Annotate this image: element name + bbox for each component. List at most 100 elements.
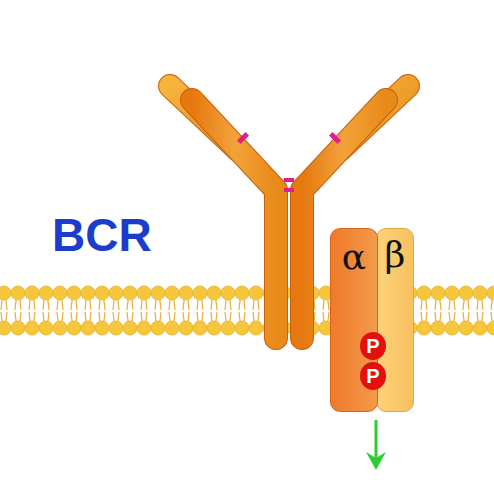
lipid-tail [477, 300, 478, 310]
lipid-tail [76, 312, 77, 321]
lipid-tail [454, 300, 455, 310]
chain-letter: β [385, 237, 406, 273]
lipid-tail [169, 300, 170, 310]
lipid-head [207, 321, 221, 335]
lipid-tail [435, 300, 436, 310]
structure-label: BCR [52, 208, 152, 262]
lipid-tail [225, 312, 226, 321]
lipid-tail [435, 312, 436, 321]
lipid-head [235, 286, 249, 300]
lipid-tail [155, 312, 156, 321]
lipid-tail [43, 312, 44, 321]
lipid-tail [6, 312, 7, 321]
lipid-tail [421, 300, 422, 310]
lipid-head [151, 286, 165, 300]
lipid-tail [188, 312, 189, 321]
lipid-head [123, 321, 137, 335]
phospho-site: P [360, 362, 386, 390]
disulfide-bond [284, 188, 294, 192]
lipid-tail [449, 300, 450, 310]
lipid-tail [90, 300, 91, 310]
lipid-head [39, 321, 53, 335]
lipid-head [137, 286, 151, 300]
lipid-head [179, 286, 193, 300]
lipid-head [11, 286, 25, 300]
lipid-tail [48, 300, 49, 310]
lipid-head [417, 321, 431, 335]
lipid-tail [244, 312, 245, 321]
lipid-tail [449, 312, 450, 321]
lipid-tail [127, 300, 128, 310]
lipid-tail [48, 312, 49, 321]
lipid-tail [421, 312, 422, 321]
lipid-tail [113, 300, 114, 310]
lipid-tail [113, 312, 114, 321]
lipid-tail [426, 312, 427, 321]
lipid-head [151, 321, 165, 335]
lipid-tail [258, 300, 259, 310]
lipid-tail [71, 300, 72, 310]
lipid-head [137, 321, 151, 335]
lipid-head [109, 286, 123, 300]
lipid-head [165, 321, 179, 335]
lipid-head [487, 321, 494, 335]
lipid-tail [34, 312, 35, 321]
lipid-tail [491, 300, 492, 310]
lipid-head [431, 321, 445, 335]
lipid-head [459, 286, 473, 300]
lipid-head [445, 321, 459, 335]
lipid-head [473, 321, 487, 335]
lipid-tail [174, 312, 175, 321]
lipid-tail [15, 300, 16, 310]
lipid-head [249, 286, 263, 300]
lipid-tail [463, 312, 464, 321]
phospho-site: P [360, 332, 386, 360]
lipid-bilayer [0, 286, 494, 335]
heavy-chain [192, 100, 276, 338]
lipid-tail [155, 300, 156, 310]
lipid-head [25, 286, 39, 300]
lipid-tail [15, 312, 16, 321]
lipid-head [207, 286, 221, 300]
lipid-tail [132, 312, 133, 321]
lipid-head [235, 321, 249, 335]
disulfide-bond [329, 132, 341, 144]
phospho-letter: P [366, 366, 379, 386]
lipid-tail [160, 312, 161, 321]
lipid-tail [239, 312, 240, 321]
phospho-letter: P [366, 336, 379, 356]
lipid-tail [174, 300, 175, 310]
lipid-head [67, 321, 81, 335]
lipid-tail [426, 300, 427, 310]
lipid-tail [463, 300, 464, 310]
lipid-tail [468, 300, 469, 310]
lipid-tail [20, 300, 21, 310]
lipid-head [81, 321, 95, 335]
lipid-tail [76, 300, 77, 310]
lipid-head [179, 321, 193, 335]
lipid-tail [188, 300, 189, 310]
lipid-tail [482, 312, 483, 321]
lipid-tail [239, 300, 240, 310]
lipid-head [123, 286, 137, 300]
lipid-head [25, 321, 39, 335]
lipid-tail [132, 300, 133, 310]
lipid-head [95, 286, 109, 300]
lipid-head [193, 286, 207, 300]
lipid-tail [216, 312, 217, 321]
lipid-tail [29, 300, 30, 310]
lipid-tail [34, 300, 35, 310]
disulfide-bond [284, 178, 294, 182]
lipid-tail [202, 300, 203, 310]
lipid-head [109, 321, 123, 335]
heavy-chain-outline [192, 100, 276, 338]
lipid-tail [328, 312, 329, 321]
lipid-tail [169, 312, 170, 321]
disulfide-bond [237, 132, 249, 144]
lipid-tail [197, 300, 198, 310]
lipid-tail [230, 300, 231, 310]
lipid-tail [477, 312, 478, 321]
lipid-tail [244, 300, 245, 310]
lipid-head [221, 286, 235, 300]
